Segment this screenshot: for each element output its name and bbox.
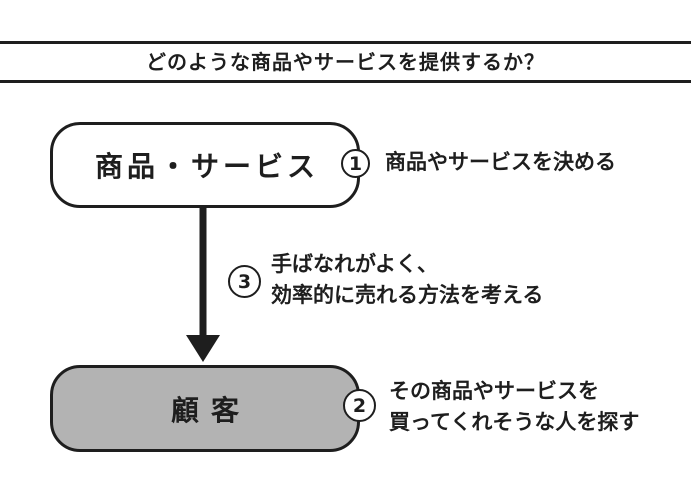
step-3-note: 手ばなれがよく、 効率的に売れる方法を考える	[271, 249, 543, 311]
step-2-note-line2: 買ってくれそうな人を探す	[389, 410, 640, 434]
customer-box: 顧客	[50, 365, 360, 452]
step-1-number: 1	[348, 152, 363, 175]
step-3-number: 3	[237, 270, 252, 293]
step-1-note-line1: 商品やサービスを決める	[385, 150, 616, 174]
step-2-note: その商品やサービスを 買ってくれそうな人を探す	[389, 376, 639, 438]
step-2-number: 2	[352, 394, 367, 417]
step-1-circle: 1	[341, 149, 370, 178]
step-3-note-line2: 効率的に売れる方法を考える	[271, 283, 544, 307]
down-arrow-icon	[186, 206, 220, 362]
step-3-circle: 3	[228, 265, 261, 298]
title-bottom-rule	[0, 80, 691, 83]
product-service-label: 商品・サービス	[94, 150, 319, 183]
diagram-title: どのような商品やサービスを提供するか？	[146, 50, 545, 74]
customer-label: 顧客	[170, 393, 251, 427]
step-3-note-line1: 手ばなれがよく、	[271, 252, 438, 276]
step-2-circle: 2	[343, 389, 376, 422]
step-1-note: 商品やサービスを決める	[385, 147, 616, 178]
product-service-box: 商品・サービス	[50, 122, 360, 208]
step-2-note-line1: その商品やサービスを	[389, 379, 599, 403]
title-top-rule	[0, 41, 691, 44]
